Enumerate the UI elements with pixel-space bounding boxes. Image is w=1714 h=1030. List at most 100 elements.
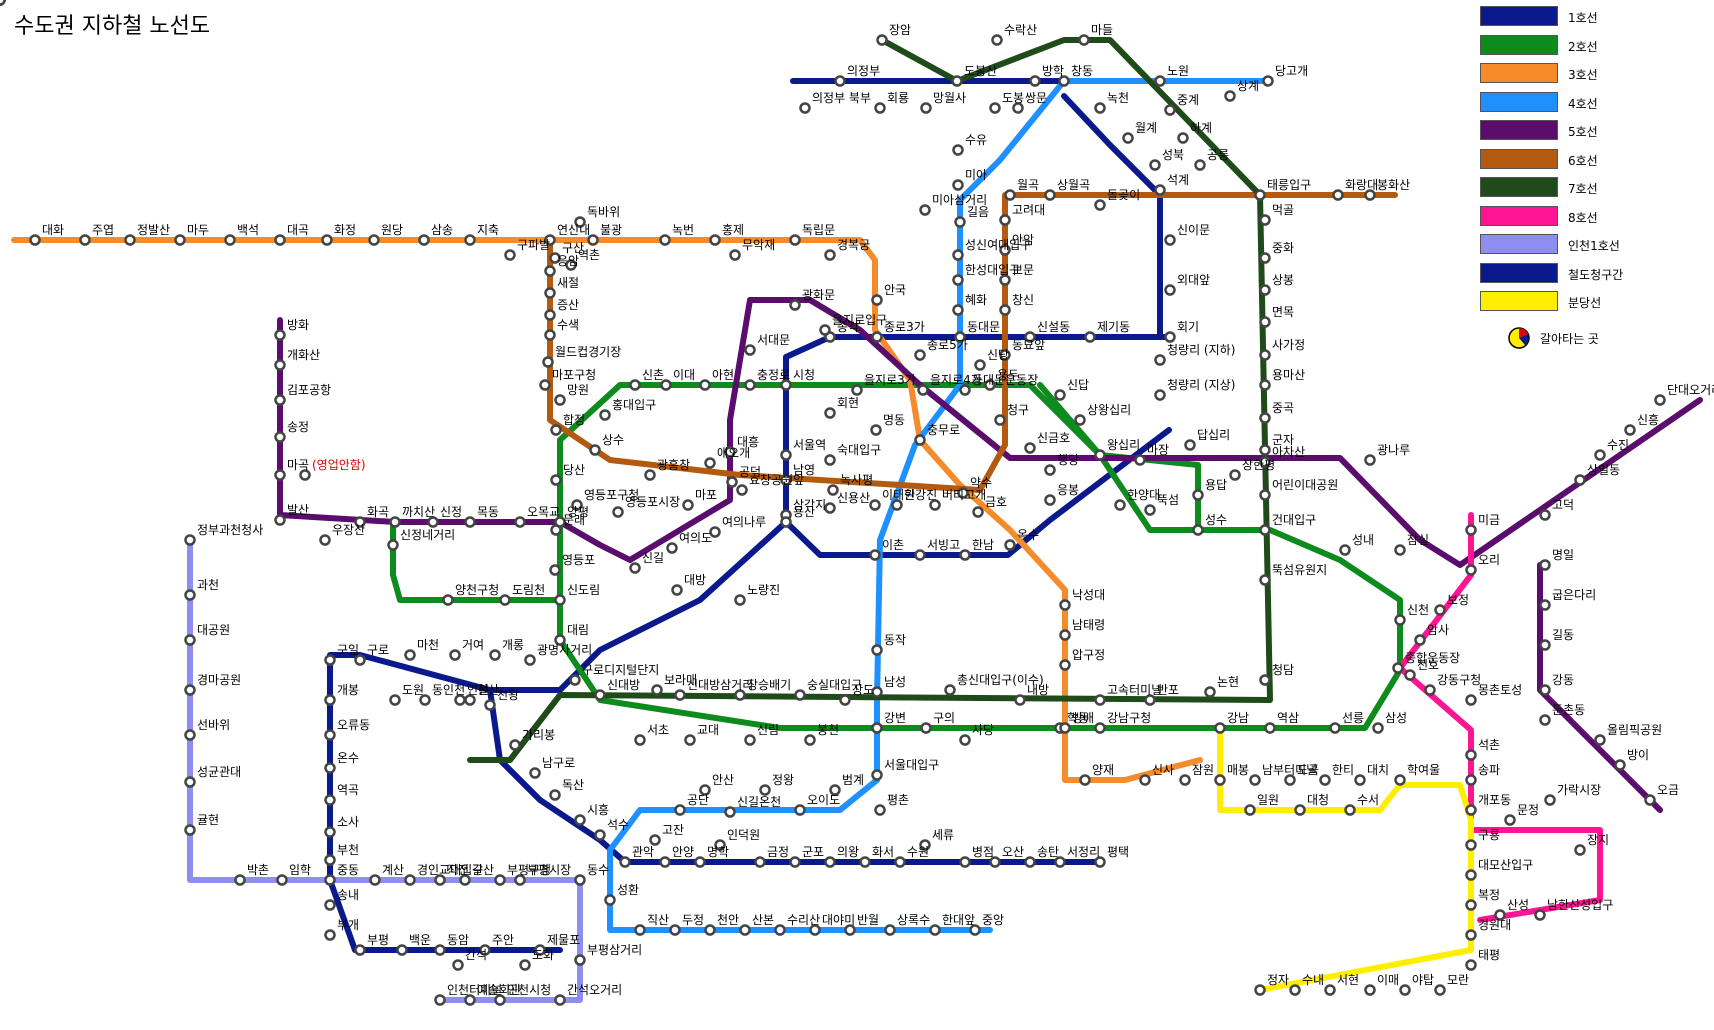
- station-marker[interactable]: [704, 924, 716, 936]
- station-marker[interactable]: [324, 694, 336, 706]
- station-marker[interactable]: [876, 34, 888, 46]
- station-marker[interactable]: [434, 874, 446, 886]
- station-marker[interactable]: [1249, 774, 1261, 786]
- station-marker[interactable]: [794, 804, 806, 816]
- station-marker[interactable]: [1259, 412, 1271, 424]
- station-marker[interactable]: [920, 722, 932, 734]
- station-marker[interactable]: [274, 469, 286, 481]
- station-marker[interactable]: [789, 856, 801, 868]
- station-marker[interactable]: [1594, 449, 1606, 461]
- station-marker[interactable]: [1134, 454, 1146, 466]
- station-marker[interactable]: [354, 944, 366, 956]
- station-marker[interactable]: [1344, 804, 1356, 816]
- station-marker[interactable]: [1264, 722, 1276, 734]
- station-marker[interactable]: [1224, 90, 1236, 102]
- station-marker[interactable]: [1574, 474, 1586, 486]
- station-marker[interactable]: [519, 959, 531, 971]
- station-marker[interactable]: [1024, 442, 1036, 454]
- station-marker[interactable]: [1534, 909, 1546, 921]
- station-marker[interactable]: [1254, 189, 1266, 201]
- station-marker[interactable]: [1214, 774, 1226, 786]
- station-marker[interactable]: [1465, 749, 1477, 761]
- station-marker[interactable]: [1465, 804, 1477, 816]
- station-marker[interactable]: [1164, 234, 1176, 246]
- station-marker[interactable]: [709, 234, 721, 246]
- station-marker[interactable]: [274, 431, 286, 443]
- station-marker[interactable]: [1154, 354, 1166, 366]
- station-marker[interactable]: [824, 856, 836, 868]
- station-marker[interactable]: [1654, 394, 1666, 406]
- station-marker[interactable]: [184, 684, 196, 696]
- station-marker[interactable]: [1465, 899, 1477, 911]
- station-marker[interactable]: [389, 516, 401, 528]
- station-marker[interactable]: [726, 476, 738, 488]
- station-marker[interactable]: [604, 894, 616, 906]
- station-marker[interactable]: [952, 144, 964, 156]
- station-marker[interactable]: [870, 424, 882, 436]
- station-marker[interactable]: [554, 994, 566, 1006]
- station-marker[interactable]: [1054, 856, 1066, 868]
- station-marker[interactable]: [952, 179, 964, 191]
- station-marker[interactable]: [1184, 439, 1196, 451]
- station-marker[interactable]: [594, 829, 606, 841]
- station-marker[interactable]: [871, 294, 883, 306]
- station-marker[interactable]: [919, 204, 931, 216]
- station-marker[interactable]: [954, 331, 966, 343]
- station-marker[interactable]: [1539, 559, 1551, 571]
- station-marker[interactable]: [969, 924, 981, 936]
- station-marker[interactable]: [959, 856, 971, 868]
- station-marker[interactable]: [824, 249, 836, 261]
- station-marker[interactable]: [1014, 694, 1026, 706]
- station-marker[interactable]: [1078, 34, 1090, 46]
- station-marker[interactable]: [1094, 102, 1106, 114]
- station-marker[interactable]: [1414, 634, 1426, 646]
- station-marker[interactable]: [827, 484, 839, 496]
- station-marker[interactable]: [1465, 959, 1477, 971]
- station-marker[interactable]: [324, 826, 336, 838]
- station-marker[interactable]: [274, 234, 286, 246]
- station-marker[interactable]: [1059, 599, 1071, 611]
- station-marker[interactable]: [780, 474, 792, 486]
- station-marker[interactable]: [744, 734, 756, 746]
- station-marker[interactable]: [479, 944, 491, 956]
- station-marker[interactable]: [1284, 774, 1296, 786]
- station-marker[interactable]: [1465, 694, 1477, 706]
- station-marker[interactable]: [1424, 684, 1436, 696]
- station-marker[interactable]: [534, 944, 546, 956]
- station-marker[interactable]: [542, 356, 554, 368]
- station-marker[interactable]: [1259, 444, 1271, 456]
- station-marker[interactable]: [1192, 489, 1204, 501]
- station-marker[interactable]: [387, 539, 399, 551]
- station-marker[interactable]: [354, 516, 366, 528]
- station-marker[interactable]: [780, 379, 792, 391]
- station-marker[interactable]: [844, 924, 856, 936]
- station-marker[interactable]: [859, 856, 871, 868]
- station-marker[interactable]: [1594, 734, 1606, 746]
- station-marker[interactable]: [1179, 774, 1191, 786]
- station-marker[interactable]: [984, 379, 996, 391]
- station-marker[interactable]: [972, 506, 984, 518]
- station-marker[interactable]: [324, 874, 336, 886]
- station-marker[interactable]: [1259, 456, 1271, 468]
- station-marker[interactable]: [1139, 774, 1151, 786]
- station-marker[interactable]: [0, 0, 6, 6]
- station-marker[interactable]: [694, 856, 706, 868]
- station-marker[interactable]: [427, 516, 439, 528]
- station-marker[interactable]: [874, 102, 886, 114]
- station-marker[interactable]: [514, 874, 526, 886]
- station-marker[interactable]: [1394, 544, 1406, 556]
- station-marker[interactable]: [699, 379, 711, 391]
- station-marker[interactable]: [1354, 774, 1366, 786]
- station-marker[interactable]: [704, 457, 716, 469]
- station-marker[interactable]: [917, 384, 929, 396]
- station-marker[interactable]: [734, 594, 746, 606]
- station-marker[interactable]: [744, 379, 756, 391]
- station-marker[interactable]: [951, 75, 963, 87]
- station-marker[interactable]: [914, 434, 926, 446]
- station-marker[interactable]: [834, 75, 846, 87]
- station-marker[interactable]: [539, 379, 551, 391]
- station-marker[interactable]: [544, 309, 556, 321]
- station-marker[interactable]: [494, 874, 506, 886]
- station-marker[interactable]: [989, 102, 1001, 114]
- station-marker[interactable]: [874, 804, 886, 816]
